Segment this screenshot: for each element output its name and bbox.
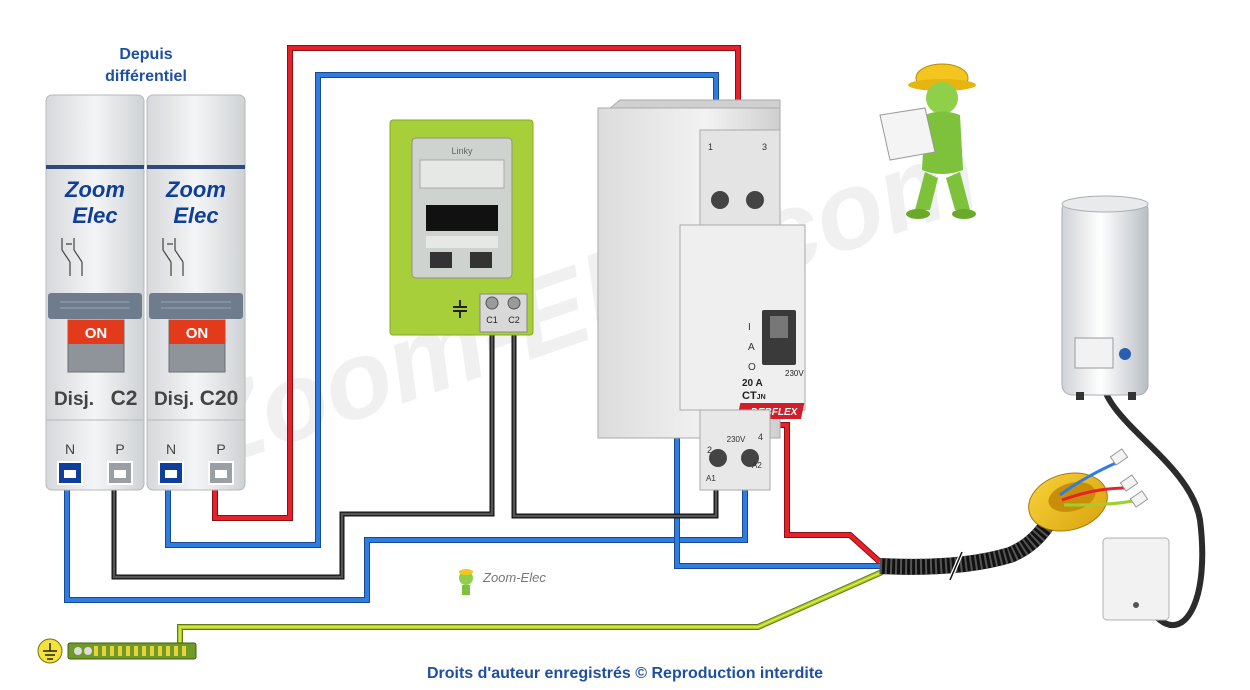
contactor-a2: A2 (752, 461, 762, 470)
contactor-brand: DEBFLEX (751, 407, 799, 418)
contactor-rating: 20 A (742, 378, 763, 389)
terminal-n-label: N (166, 441, 176, 457)
zoom-elec-logo: Zoom-Elec (459, 569, 546, 595)
cable-outlet-plate (1102, 537, 1170, 621)
earth-terminal-bar (37, 638, 197, 664)
earth-wire (177, 569, 884, 645)
electrician-mascot (879, 63, 976, 219)
logo-text: Zoom-Elec (482, 570, 546, 585)
contactor: 1 3 I A O 20 A 230V CTJN DEBFLEX 2 4 230… (597, 99, 806, 491)
contactor-position-i: I (748, 322, 751, 333)
breaker-name: Disj. (54, 389, 94, 410)
conduit (879, 515, 1057, 581)
breaker-state: ON (85, 325, 108, 342)
source-label-line2: différentiel (105, 68, 187, 85)
breaker-2: Zoom Elec ON Disj. C20 N P (146, 94, 246, 491)
linky-brand: Linky (451, 146, 473, 156)
contactor-coil-voltage: 230V (727, 435, 746, 444)
contactor-position-o: O (748, 362, 756, 373)
terminal-n-label: N (65, 441, 75, 457)
breaker-name: Disj. (154, 389, 194, 410)
water-heater (1061, 195, 1149, 400)
contactor-a1: A1 (706, 474, 716, 483)
linky-terminal-c2: C2 (508, 315, 520, 325)
linky-meter: Linky C1 C2 (389, 119, 534, 336)
breaker-symbol-icon (61, 238, 83, 276)
copyright-footer: Droits d'auteur enregistrés © Reproducti… (427, 665, 823, 682)
contactor-model-sub: JN (757, 394, 766, 401)
breaker-rating: C2 (111, 387, 138, 410)
contactor-terminal-2: 2 (707, 445, 712, 455)
source-label-line1: Depuis (119, 46, 172, 63)
breaker-brand-line2: Elec (72, 203, 117, 228)
breaker-brand-line1: Zoom (64, 177, 125, 202)
capacitor-icon (453, 300, 467, 318)
breaker-brand-line2: Elec (173, 203, 218, 228)
breaker-1: Zoom Elec ON Disj. C2 N P (45, 94, 145, 491)
contactor-terminal-4: 4 (758, 432, 763, 442)
watermark: Zoom-Elec.com (175, 110, 992, 494)
junction-box (1028, 448, 1149, 532)
contactor-position-a: A (748, 342, 755, 353)
breaker-brand-line1: Zoom (165, 177, 226, 202)
contactor-terminal-3: 3 (762, 142, 767, 152)
breaker-rating: C20 (200, 387, 239, 410)
terminal-p-label: P (216, 441, 225, 457)
breaker-state: ON (186, 325, 209, 342)
breaker-symbol-icon (162, 238, 184, 276)
terminal-p-label: P (115, 441, 124, 457)
contactor-voltage: 230V (785, 369, 804, 378)
neutral-wire (64, 72, 880, 603)
linky-terminal-c1: C1 (486, 315, 498, 325)
contactor-model: CTJN (742, 390, 766, 402)
contactor-terminal-1: 1 (708, 142, 713, 152)
